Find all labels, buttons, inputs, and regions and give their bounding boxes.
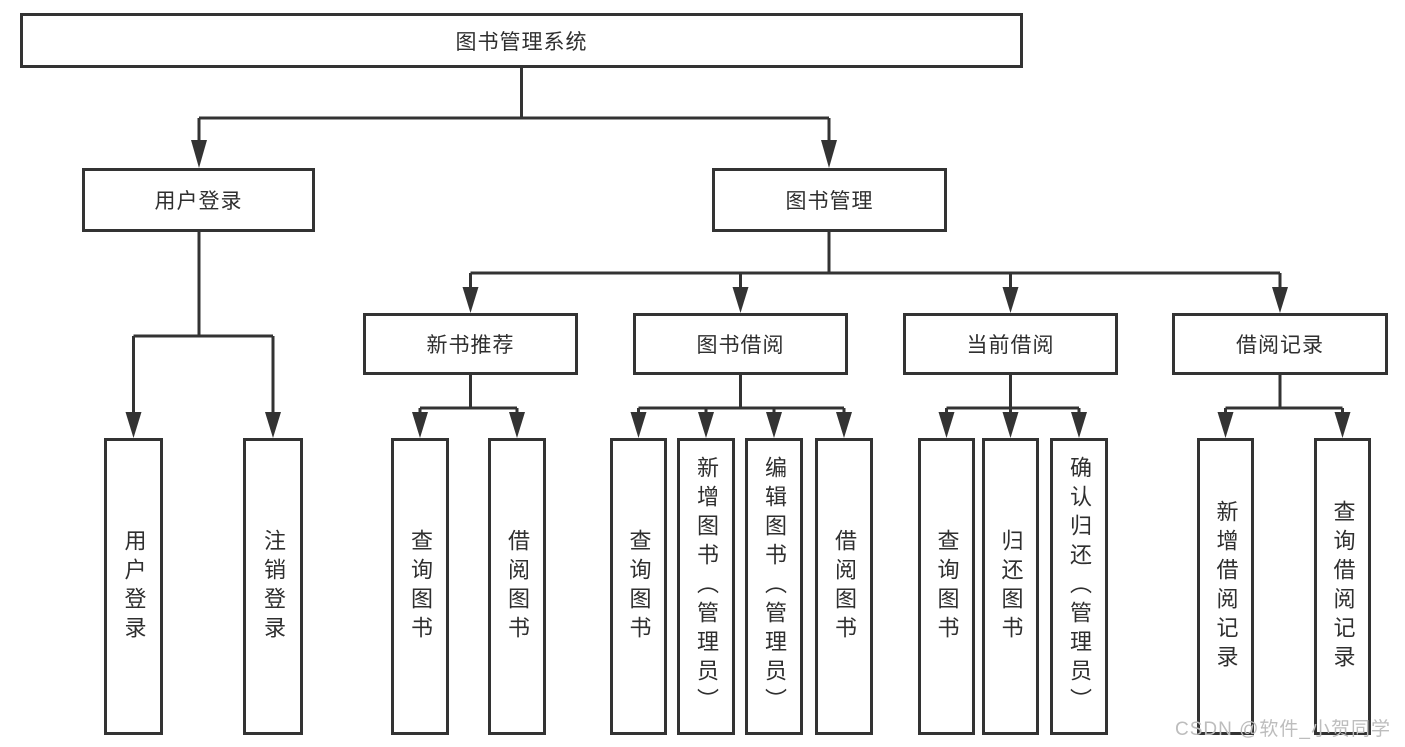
node-label: 借阅图书 (505, 528, 530, 645)
leaf-add-borrow-record: 新增借阅记录 (1197, 438, 1254, 735)
node-label: 图书管理 (785, 190, 874, 213)
node-label: 借阅图书 (832, 528, 857, 645)
leaf-borrow-books: 借阅图书 (815, 438, 873, 735)
node-label: 新增图书（管理员） (694, 456, 719, 717)
node-user-login: 用户登录 (82, 168, 315, 232)
node-new-book-recommend: 新书推荐 (363, 313, 578, 375)
node-current-borrow: 当前借阅 (903, 313, 1118, 375)
node-label: 确认归还（管理员） (1067, 456, 1092, 717)
leaf-query-books-borrow: 查询图书 (610, 438, 667, 735)
node-label: 新书推荐 (426, 334, 515, 357)
leaf-query-books-recommend: 查询图书 (391, 438, 449, 735)
node-label: 当前借阅 (966, 334, 1055, 357)
leaf-borrow-books-recommend: 借阅图书 (488, 438, 546, 735)
node-label: 查询借阅记录 (1330, 499, 1356, 674)
node-label: 图书借阅 (696, 334, 785, 357)
node-book-management: 图书管理 (712, 168, 947, 232)
node-label: 编辑图书（管理员） (762, 456, 787, 717)
leaf-add-books-admin: 新增图书（管理员） (677, 438, 735, 735)
leaf-confirm-return-admin: 确认归还（管理员） (1050, 438, 1108, 735)
node-label: 查询图书 (934, 528, 960, 645)
node-label: 查询图书 (408, 528, 433, 645)
node-label: 查询图书 (626, 528, 652, 645)
node-label: 图书管理系统 (455, 30, 588, 54)
node-book-borrow: 图书借阅 (633, 313, 848, 375)
leaf-logout: 注销登录 (243, 438, 303, 735)
node-library-management-system: 图书管理系统 (20, 13, 1023, 68)
node-borrow-records: 借阅记录 (1172, 313, 1388, 375)
csdn-watermark: CSDN @软件_小贺同学 (1175, 719, 1391, 740)
leaf-user-login: 用户登录 (104, 438, 163, 735)
leaf-edit-books-admin: 编辑图书（管理员） (745, 438, 803, 735)
leaf-query-books-current: 查询图书 (918, 438, 975, 735)
node-label: 新增借阅记录 (1213, 499, 1239, 674)
leaf-query-borrow-record: 查询借阅记录 (1314, 438, 1371, 735)
node-label: 注销登录 (261, 528, 286, 645)
leaf-return-books: 归还图书 (982, 438, 1039, 735)
node-label: 用户登录 (154, 190, 243, 213)
node-label: 借阅记录 (1236, 334, 1324, 357)
node-label: 归还图书 (998, 528, 1024, 645)
node-label: 用户登录 (121, 528, 147, 645)
